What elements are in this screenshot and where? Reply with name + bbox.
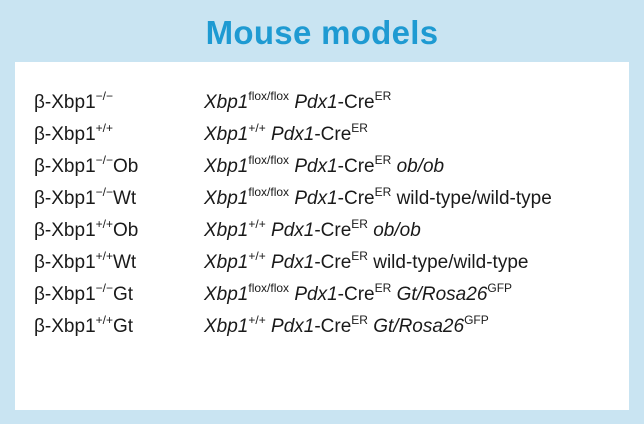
model-name-suffix: Wt — [113, 252, 137, 273]
genotype-gene: Xbp1 — [204, 156, 249, 177]
genotype: Xbp1+/+ Pdx1-CreER — [204, 120, 368, 146]
model-name: β-Xbp1+/+Ob — [34, 216, 139, 242]
genotype-allele: +/+ — [248, 216, 266, 231]
model-name: β-Xbp1+/+ — [34, 120, 113, 146]
genotype-cre-sup: ER — [374, 184, 392, 199]
genotype-reporter: Gt/Rosa26 — [396, 284, 488, 305]
genotype-cre: -Cre — [314, 124, 352, 145]
genotype-driver: Pdx1 — [271, 220, 315, 241]
model-name-prefix: β-Xbp1 — [34, 252, 96, 273]
model-name: β-Xbp1+/+Wt — [34, 248, 137, 274]
model-name-suffix: Ob — [113, 156, 139, 177]
genotype-allele: flox/flox — [248, 88, 290, 103]
model-name: β-Xbp1+/+Gt — [34, 312, 134, 338]
genotype-cre: -Cre — [337, 92, 375, 113]
genotype-reporter-sup: GFP — [487, 280, 513, 295]
model-name-prefix: β-Xbp1 — [34, 284, 96, 305]
model-name: β-Xbp1−/−Gt — [34, 280, 134, 306]
model-name-suffix: Gt — [113, 316, 134, 337]
genotype-driver: Pdx1 — [294, 284, 338, 305]
model-name-suffix: Ob — [113, 220, 139, 241]
model-name-allele: −/− — [95, 88, 113, 103]
genotype-gene: Xbp1 — [204, 124, 249, 145]
genotype-allele: +/+ — [248, 248, 266, 263]
genotype-gene: Xbp1 — [204, 188, 249, 209]
model-row: β-Xbp1−/− Xbp1flox/flox Pdx1-CreER — [15, 88, 629, 122]
genotype-cre: -Cre — [337, 188, 375, 209]
genotype-background: wild-type/wild-type — [373, 252, 529, 273]
model-name-prefix: β-Xbp1 — [34, 188, 96, 209]
genotype-cre-sup: ER — [351, 120, 368, 135]
genotype-gene: Xbp1 — [204, 252, 249, 273]
genotype-driver: Pdx1 — [271, 316, 315, 337]
genotype-cre: -Cre — [314, 316, 352, 337]
genotype-allele: flox/flox — [248, 152, 290, 167]
genotype-driver: Pdx1 — [294, 92, 338, 113]
genotype: Xbp1+/+ Pdx1-CreER wild-type/wild-type — [204, 248, 529, 274]
genotype-gene: Xbp1 — [204, 284, 249, 305]
model-name-suffix: Wt — [113, 188, 137, 209]
genotype-cre-sup: ER — [374, 152, 392, 167]
model-name-allele: −/− — [95, 184, 113, 199]
genotype-background: wild-type/wild-type — [396, 188, 552, 209]
genotype-driver: Pdx1 — [294, 188, 338, 209]
model-name-prefix: β-Xbp1 — [34, 156, 96, 177]
model-name-prefix: β-Xbp1 — [34, 316, 96, 337]
model-name: β-Xbp1−/−Wt — [34, 184, 137, 210]
model-row: β-Xbp1−/−Gt Xbp1flox/flox Pdx1-CreER Gt/R… — [15, 280, 629, 314]
genotype-allele: +/+ — [248, 312, 266, 327]
genotype-reporter: Gt/Rosa26 — [373, 316, 465, 337]
genotype-allele: +/+ — [248, 120, 266, 135]
model-name-prefix: β-Xbp1 — [34, 124, 96, 145]
genotype-driver: Pdx1 — [294, 156, 338, 177]
model-row: β-Xbp1−/−Ob Xbp1flox/flox Pdx1-CreER ob/o… — [15, 152, 629, 186]
model-name-prefix: β-Xbp1 — [34, 220, 96, 241]
genotype: Xbp1flox/flox Pdx1-CreER wild-type/wild-… — [204, 184, 552, 210]
genotype-gene: Xbp1 — [204, 316, 249, 337]
model-name-allele: −/− — [95, 152, 113, 167]
genotype-cre: -Cre — [314, 220, 352, 241]
genotype-cre-sup: ER — [374, 280, 392, 295]
genotype: Xbp1flox/flox Pdx1-CreER ob/ob — [204, 152, 445, 178]
model-name-suffix: Gt — [113, 284, 134, 305]
genotype-cre: -Cre — [314, 252, 352, 273]
genotype-cre-sup: ER — [351, 216, 368, 231]
genotype-driver: Pdx1 — [271, 124, 315, 145]
genotype-driver: Pdx1 — [271, 252, 315, 273]
genotype-cre-sup: ER — [351, 312, 368, 327]
model-name: β-Xbp1−/−Ob — [34, 152, 139, 178]
model-name-allele: −/− — [95, 280, 113, 295]
genotype-allele: flox/flox — [248, 280, 290, 295]
genotype-cre-sup: ER — [374, 88, 392, 103]
model-name-allele: +/+ — [95, 120, 113, 135]
model-name-allele: +/+ — [95, 312, 113, 327]
model-name-allele: +/+ — [95, 216, 113, 231]
genotype-gene: Xbp1 — [204, 220, 249, 241]
genotype-cre: -Cre — [337, 156, 375, 177]
genotype-background: ob/ob — [373, 220, 421, 241]
genotype: Xbp1+/+ Pdx1-CreER ob/ob — [204, 216, 421, 242]
figure-title: Mouse models — [205, 14, 439, 51]
model-row: β-Xbp1−/−Wt Xbp1flox/flox Pdx1-CreER wild… — [15, 184, 629, 218]
genotype-reporter-sup: GFP — [464, 312, 489, 327]
genotype-background: ob/ob — [396, 156, 445, 177]
genotype-gene: Xbp1 — [204, 92, 249, 113]
model-row: β-Xbp1+/+Xbp1+/+ Pdx1-CreER — [15, 120, 629, 154]
model-name-allele: +/+ — [95, 248, 113, 263]
genotype-cre-sup: ER — [351, 248, 368, 263]
genotype: Xbp1flox/flox Pdx1-CreER Gt/Rosa26GFP — [204, 280, 513, 306]
model-name-prefix: β-Xbp1 — [34, 92, 96, 113]
genotype-allele: flox/flox — [248, 184, 290, 199]
genotype: Xbp1+/+ Pdx1-CreER Gt/Rosa26GFP — [204, 312, 489, 338]
genotype-cre: -Cre — [337, 284, 375, 305]
genotype: Xbp1flox/flox Pdx1-CreER — [204, 88, 392, 114]
model-name: β-Xbp1−/− — [34, 88, 113, 114]
